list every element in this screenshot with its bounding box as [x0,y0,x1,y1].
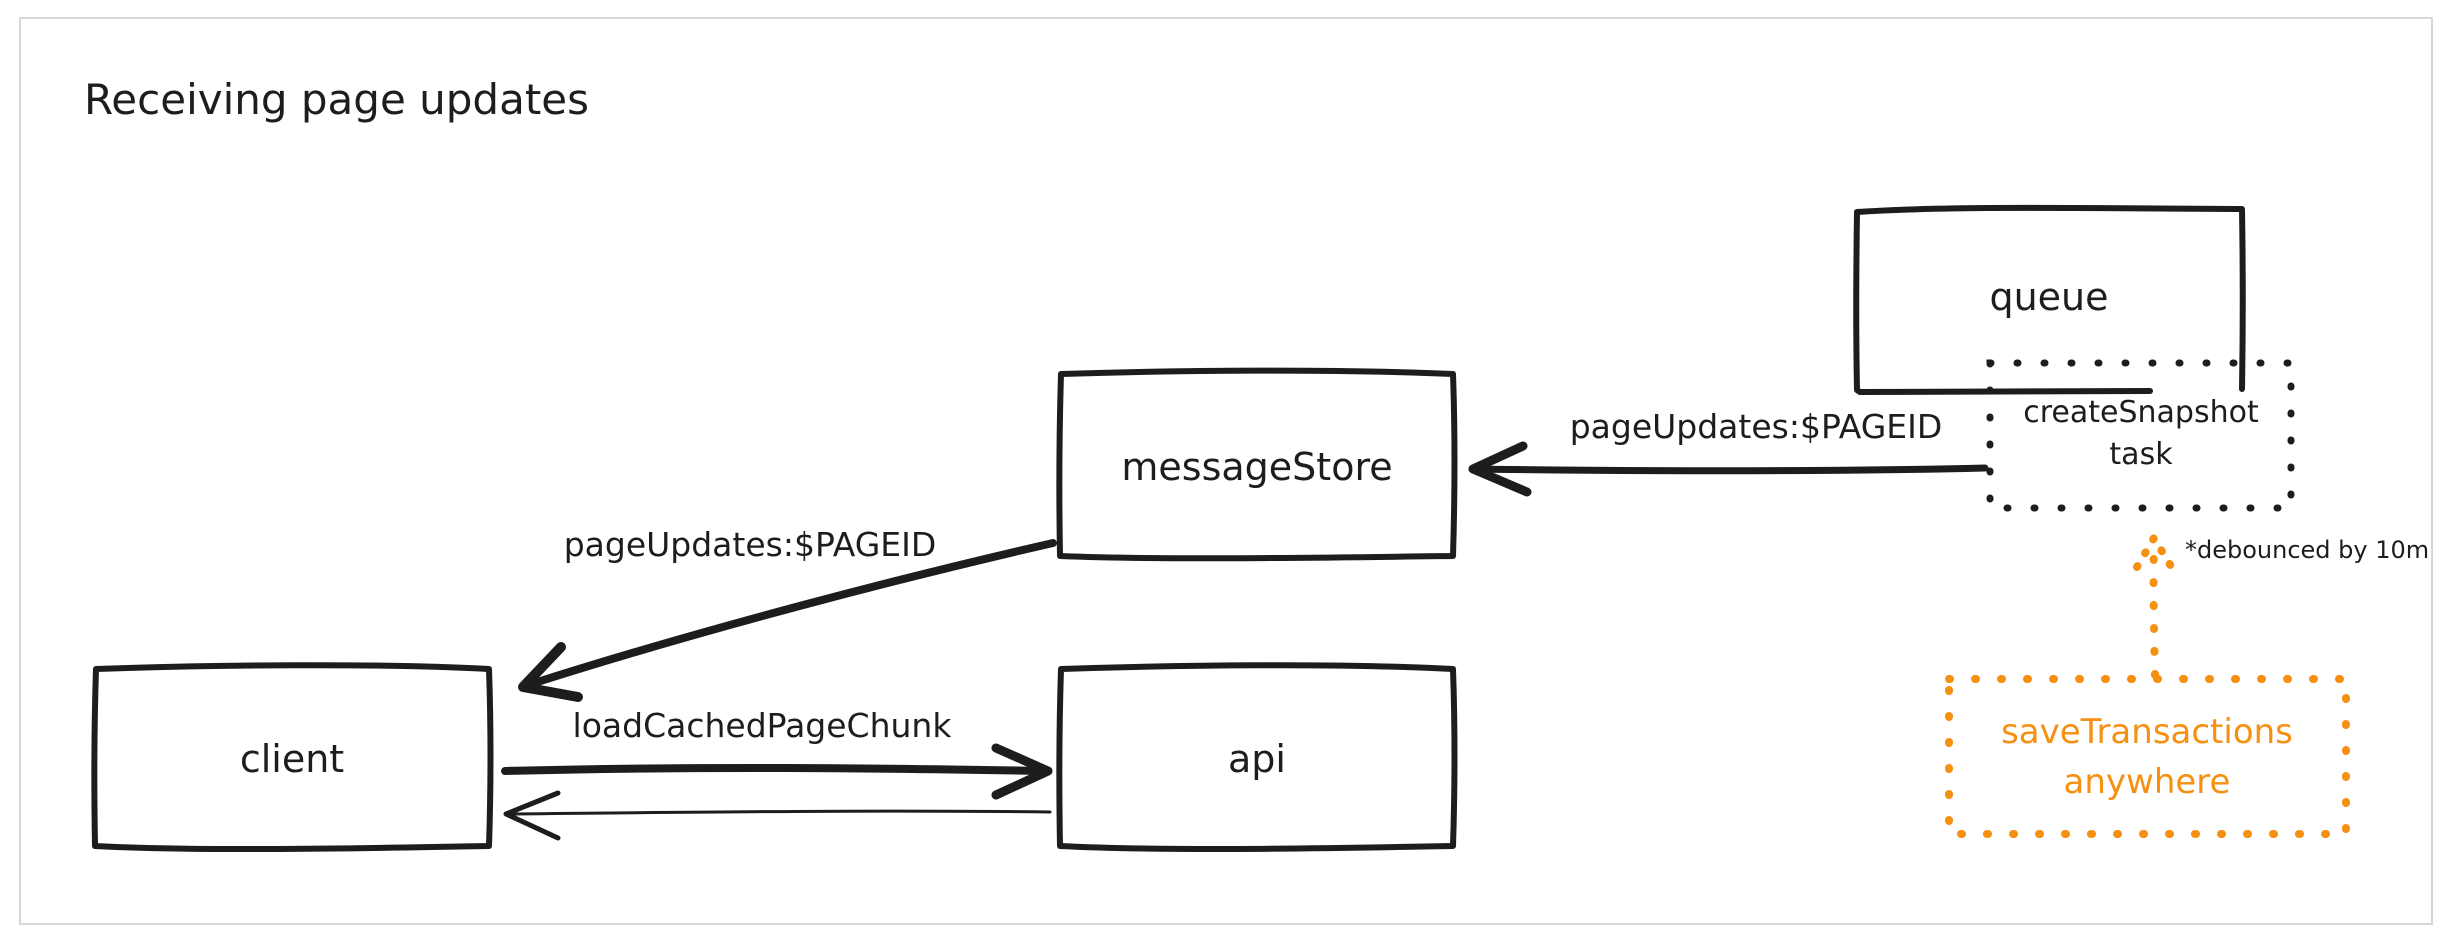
save-transactions-label-line2: anywhere [2064,762,2231,802]
edge-task-to-message-store-line [1468,464,1989,475]
create-snapshot-task-label-line2: task [2109,437,2173,472]
edge-save-transactions-to-task-arrowhead [2133,534,2176,572]
node-api[interactable]: api [1056,662,1458,853]
edge-message-store-to-client: pageUpdates:$PAGEID [518,525,1057,702]
page-title: Receiving page updates [84,75,589,124]
edge-task-to-message-store-arrowhead [1468,441,1532,497]
message-store-label: messageStore [1121,445,1392,489]
edge-api-to-client-arrowhead [503,790,561,841]
edge-client-to-api-line [501,763,1049,775]
api-box-outline [1056,662,1458,853]
node-message-store[interactable]: messageStore [1056,367,1458,562]
queue-label: queue [1989,275,2108,319]
node-queue[interactable]: queue [1853,204,2246,395]
save-transactions-label-line1: saveTransactions [2001,712,2293,752]
edge-api-to-client [503,790,1052,841]
edge-save-transactions-to-task-line [2149,539,2159,679]
edge-client-to-api-label: loadCachedPageChunk [573,706,953,745]
create-snapshot-task-label-line1: createSnapshot [2023,395,2259,430]
edge-message-store-to-client-line [524,539,1057,689]
edge-save-transactions-to-task [2133,534,2176,679]
create-snapshot-task-box-outline [1986,359,2295,512]
debounce-note: *debounced by 10m [2185,536,2429,564]
edge-task-to-message-store: pageUpdates:$PAGEID [1468,407,1989,497]
message-store-box-outline [1056,367,1458,562]
edge-task-to-message-store-label: pageUpdates:$PAGEID [1570,407,1943,446]
api-label: api [1228,737,1286,781]
node-client[interactable]: client [91,662,494,853]
edge-client-to-api-arrowhead [991,743,1053,800]
client-label: client [240,737,344,781]
edge-client-to-api: loadCachedPageChunk [501,706,1053,800]
node-save-transactions-anywhere[interactable]: saveTransactions anywhere [1945,675,2350,838]
client-box-outline [91,662,494,853]
save-transactions-box-outline [1945,675,2350,838]
edge-api-to-client-line [506,809,1052,816]
edge-message-store-to-client-arrowhead [518,642,583,702]
node-create-snapshot-task[interactable]: createSnapshot task [1986,359,2295,512]
edge-message-store-to-client-label: pageUpdates:$PAGEID [564,525,937,564]
queue-box-outline [1853,204,2246,395]
